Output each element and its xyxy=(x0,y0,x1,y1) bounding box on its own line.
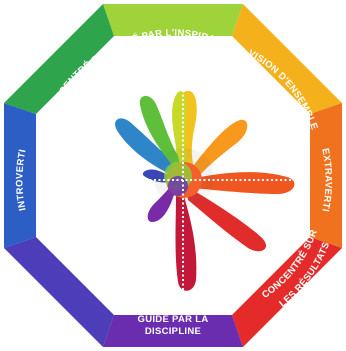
label-right: EXTRAVERTI xyxy=(319,147,333,212)
segment-bottom-left xyxy=(4,237,114,347)
segment-right xyxy=(310,103,342,248)
segment-bottom xyxy=(103,315,243,347)
segment-bottom-right xyxy=(232,237,342,347)
color-splat xyxy=(115,90,295,291)
segment-left xyxy=(4,103,36,248)
segment-top xyxy=(103,4,243,36)
label-left: INTROVERTI xyxy=(14,148,28,211)
segment-top-right xyxy=(232,4,342,114)
label-bottom-1: GUIDÉ PAR LA xyxy=(138,314,209,325)
segment-top-left xyxy=(4,4,114,114)
ring xyxy=(4,4,342,347)
axes xyxy=(145,90,302,292)
label-bottom-2: DISCIPLINE xyxy=(145,326,201,337)
